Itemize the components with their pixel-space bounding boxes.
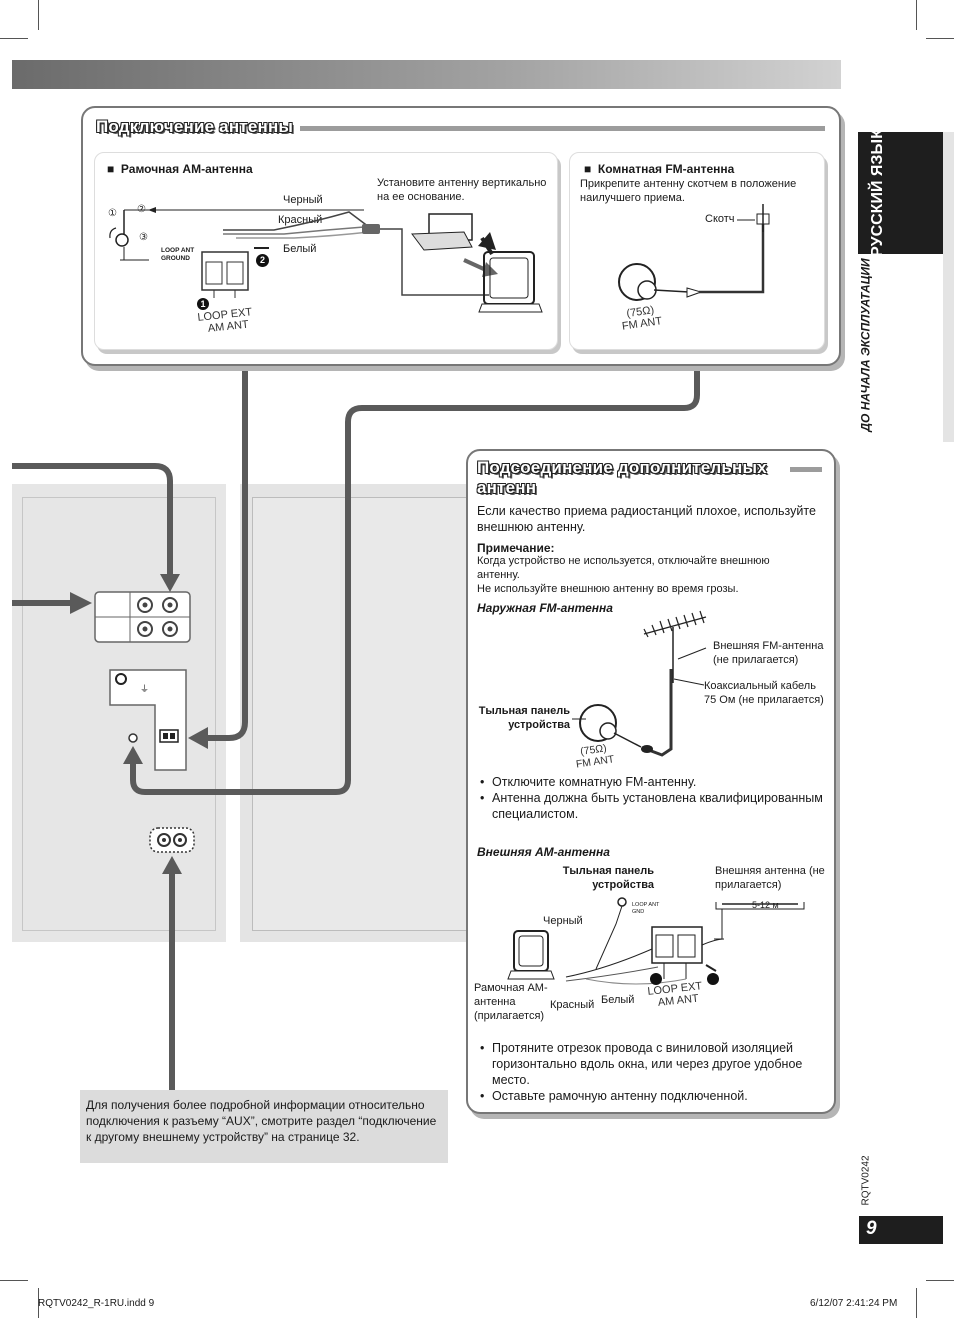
svg-text:⏚: ⏚ bbox=[140, 684, 149, 694]
fm-heading: ■ Комнатная FM-антенна bbox=[584, 162, 735, 176]
footer-datetime: 6/12/07 2:41:24 PM bbox=[810, 1298, 898, 1309]
crop-mark bbox=[916, 0, 917, 30]
crop-mark bbox=[926, 38, 954, 39]
fm-instruction: Прикрепите антенну скотчем в положение н… bbox=[580, 178, 797, 204]
aux-note-text: Для получения более подробной информации… bbox=[86, 1098, 437, 1144]
step-2-badge: 2 bbox=[256, 254, 269, 267]
fm-external-antenna-label: Внешняя FM-антенна (не прилагается) bbox=[713, 640, 824, 666]
step-1-badge: 1 bbox=[197, 298, 209, 310]
outdoor-am-illustration bbox=[507, 897, 805, 985]
outdoor-fm-heading: Наружная FM-антенна bbox=[477, 601, 613, 615]
extra-section-title: Подсоединение дополнительных антенн bbox=[477, 458, 767, 497]
loop-antenna-label: Рамочная AM-антенна (прилагается) bbox=[474, 982, 548, 1022]
outdoor-am-bullet: Протяните отрезок провода с виниловой из… bbox=[480, 1040, 837, 1088]
am-heading: ■ Рамочная AM-антенна bbox=[107, 162, 253, 176]
am-back-panel-label: Тыльная панель устройства bbox=[562, 865, 654, 891]
note-title: Примечание: bbox=[477, 541, 555, 555]
language-tab bbox=[858, 132, 943, 254]
aux-note-box bbox=[80, 1090, 448, 1163]
coax-cable-label: Коаксиальный кабель 75 Ом (не прилагаетс… bbox=[704, 680, 824, 706]
crop-mark bbox=[926, 1280, 954, 1281]
wire-white-label: Белый bbox=[283, 243, 317, 255]
loop-ant-gnd-label: LOOP ANT GND bbox=[632, 902, 660, 915]
outdoor-am-bullets: Протяните отрезок провода с виниловой из… bbox=[478, 1040, 837, 1104]
extra-intro: Если качество приема радиостанций плохое… bbox=[477, 504, 816, 534]
step-3-label: ③ bbox=[139, 232, 148, 243]
note-line-1: Когда устройство не используется, отключ… bbox=[477, 555, 770, 581]
outdoor-am-bullet: Оставьте рамочную антенну подключенной. bbox=[480, 1088, 837, 1104]
am-instruction: Установите антенну вертикально на ее осн… bbox=[377, 177, 547, 203]
am-wire-red-label: Красный bbox=[550, 999, 595, 1011]
back-panel-label: Тыльная панель устройства bbox=[478, 705, 570, 731]
step-1-label: ① bbox=[108, 208, 117, 219]
note-line-2: Не используйте внешнюю антенну во время … bbox=[477, 583, 739, 595]
device-panel-left-inner bbox=[22, 497, 216, 931]
footer-file: RQTV0242_R-1RU.indd 9 bbox=[38, 1298, 155, 1309]
sidebar-strip bbox=[943, 132, 954, 442]
extra-title-underline bbox=[790, 467, 822, 472]
am-wire-white-label: Белый bbox=[601, 994, 635, 1006]
wire-black-label: Черный bbox=[283, 194, 323, 206]
crop-mark bbox=[38, 0, 39, 30]
am-wire-black-label: Черный bbox=[543, 915, 583, 927]
outdoor-fm-bullets: Отключите комнатную FM-антенну. Антенна … bbox=[478, 774, 832, 822]
crop-mark bbox=[916, 1288, 917, 1318]
am-antenna-subpanel bbox=[94, 152, 558, 350]
am-external-antenna-label: Внешняя антенна (не прилагается) bbox=[715, 865, 825, 891]
distance-label: 5-12 м bbox=[752, 900, 779, 910]
crop-mark bbox=[0, 1280, 28, 1281]
header-bar bbox=[12, 60, 841, 89]
title-underline bbox=[300, 126, 825, 131]
crop-mark bbox=[38, 1288, 39, 1318]
outdoor-fm-bullet: Антенна должна быть установлена квалифиц… bbox=[480, 790, 832, 822]
fm-antenna-illustration bbox=[618, 204, 770, 301]
page-number-box bbox=[859, 1216, 943, 1244]
section-title: Подключение антенны bbox=[96, 117, 294, 136]
outdoor-am-heading: Внешняя AM-антенна bbox=[477, 845, 610, 859]
tape-label: Скотч bbox=[705, 213, 735, 225]
wire-red-label: Красный bbox=[278, 214, 323, 226]
page-number: 9 bbox=[866, 1218, 877, 1239]
fm-antenna-subpanel bbox=[569, 152, 825, 350]
am-antenna-illustration bbox=[109, 207, 543, 313]
crop-mark bbox=[0, 38, 28, 39]
device-panel-left bbox=[12, 484, 226, 942]
outdoor-fm-illustration bbox=[572, 610, 707, 757]
outdoor-fm-bullet: Отключите комнатную FM-антенну. bbox=[480, 774, 832, 790]
